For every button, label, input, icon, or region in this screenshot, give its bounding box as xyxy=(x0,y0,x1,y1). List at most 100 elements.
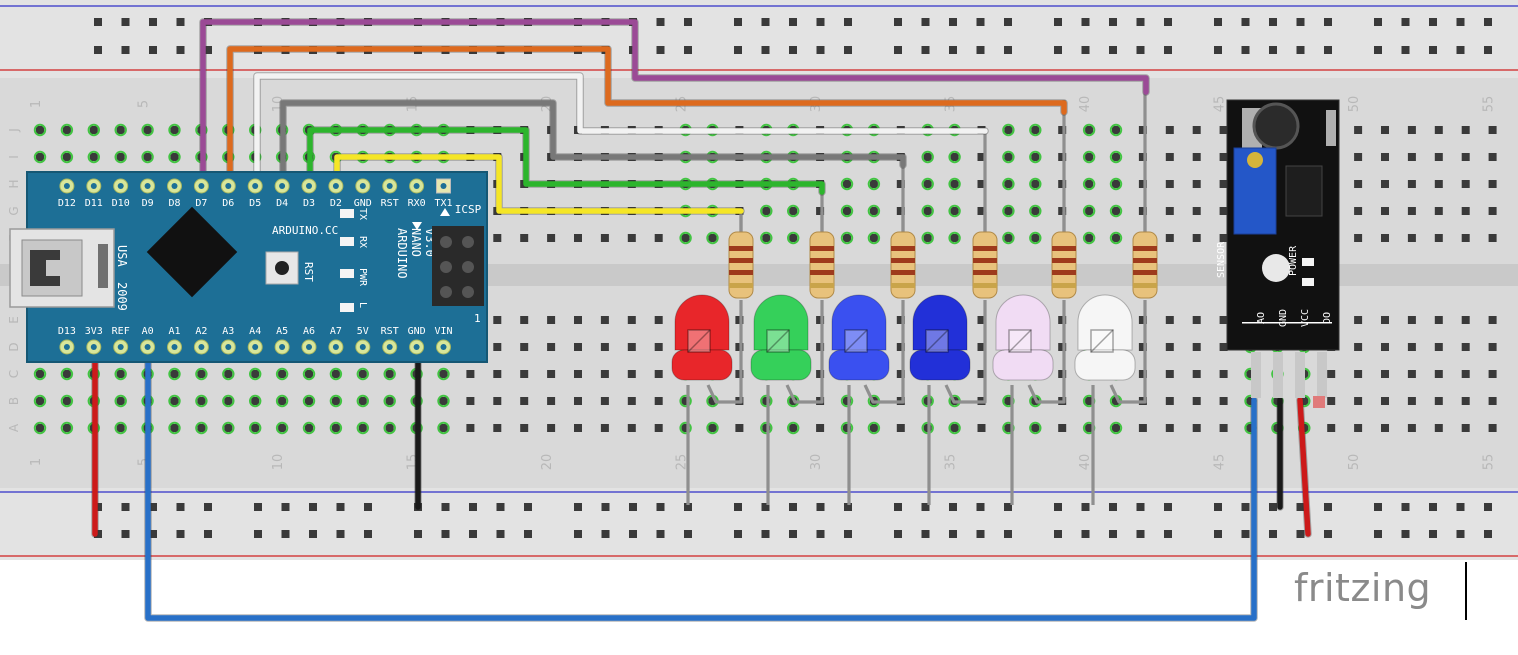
breadboard-hole xyxy=(197,370,206,378)
rail-hole xyxy=(1484,18,1492,26)
led-post xyxy=(844,329,868,353)
breadboard-hole xyxy=(1192,343,1201,351)
breadboard-hole xyxy=(654,397,663,405)
header-pin-hole xyxy=(413,344,420,350)
connected-hole xyxy=(383,367,396,381)
breadboard-hole xyxy=(1407,343,1416,351)
breadboard-hole xyxy=(1165,397,1174,405)
breadboard-hole xyxy=(1138,207,1147,215)
icsp-pin xyxy=(462,286,474,298)
rail-hole xyxy=(629,503,637,511)
breadboard-hole xyxy=(1327,370,1336,378)
breadboard-hole xyxy=(950,234,959,242)
breadboard-hole xyxy=(331,397,340,405)
breadboard-hole xyxy=(1488,126,1497,134)
rail-hole xyxy=(176,530,185,538)
breadboard-hole xyxy=(170,370,179,378)
breadboard-hole xyxy=(1219,397,1228,405)
icsp-pin xyxy=(462,236,474,248)
breadboard-hole xyxy=(843,180,851,188)
breadboard-hole xyxy=(1219,234,1228,242)
rail-hole xyxy=(761,503,770,511)
rail-hole xyxy=(1136,503,1145,511)
rail-hole xyxy=(176,46,185,54)
header-pin-hole xyxy=(90,183,97,189)
breadboard-hole xyxy=(493,316,502,324)
breadboard-hole xyxy=(1461,207,1470,215)
breadboard-hole xyxy=(977,343,986,351)
breadboard-hole xyxy=(600,343,609,351)
resistor-band xyxy=(1133,246,1157,251)
breadboard-hole xyxy=(1488,207,1497,215)
header-pin-hole xyxy=(440,183,447,189)
sensor-board-label: POWER xyxy=(1288,245,1299,276)
rail-hole xyxy=(364,530,372,538)
breadboard-hole xyxy=(1219,343,1228,351)
breadboard-hole xyxy=(1434,234,1443,242)
rail-hole xyxy=(684,18,692,26)
breadboard-hole xyxy=(627,343,636,351)
breadboard-hole xyxy=(1488,370,1497,378)
breadboard-hole xyxy=(305,370,313,378)
connected-hole xyxy=(867,231,881,245)
column-number-bottom: 55 xyxy=(1482,454,1497,471)
connected-hole xyxy=(114,394,127,408)
breadboard-hole xyxy=(1488,234,1497,242)
breadboard-hole xyxy=(1407,126,1416,134)
breadboard-hole xyxy=(62,370,71,378)
breadboard-hole xyxy=(278,424,287,432)
breadboard-hole xyxy=(1138,424,1147,432)
breadboard-hole xyxy=(762,397,771,405)
sensor-pin-label-ao: AO xyxy=(1256,312,1267,324)
rail-hole xyxy=(976,530,985,538)
bottom-power-rail xyxy=(0,488,1518,560)
connected-hole xyxy=(1029,177,1042,191)
breadboard-hole xyxy=(977,424,986,432)
rail-hole xyxy=(1004,530,1012,538)
row-letter: J xyxy=(7,128,21,133)
text-cursor xyxy=(1465,562,1467,620)
pin-label-5v: 5V xyxy=(357,326,369,337)
breadboard-hole xyxy=(224,397,233,405)
row-letter: G xyxy=(7,206,21,215)
connected-hole xyxy=(1002,123,1015,137)
sensor-pin-label-vcc: VCC xyxy=(1300,309,1311,327)
breadboard-hole xyxy=(1138,126,1147,134)
rail-hole xyxy=(94,18,102,26)
rail-hole xyxy=(921,18,930,26)
breadboard-hole xyxy=(762,207,771,215)
breadboard-hole xyxy=(1434,126,1443,134)
rail-hole xyxy=(204,530,212,538)
rail-hole xyxy=(1164,530,1172,538)
breadboard-hole xyxy=(950,424,959,432)
connected-hole xyxy=(1002,421,1015,435)
breadboard-hole xyxy=(789,424,798,432)
breadboard-hole xyxy=(1407,316,1416,324)
connected-hole xyxy=(249,421,262,435)
breadboard-hole xyxy=(923,180,932,188)
potentiometer-knob xyxy=(1247,152,1263,168)
rail-hole xyxy=(684,46,692,54)
connected-hole xyxy=(114,150,127,164)
rail-hole xyxy=(1374,18,1382,26)
rail-hole xyxy=(734,46,742,54)
resistor-band-gold xyxy=(1052,283,1076,288)
breadboard-hole xyxy=(574,234,582,242)
rail-hole xyxy=(844,503,852,511)
breadboard-hole xyxy=(62,424,71,432)
rail-hole xyxy=(1081,46,1090,54)
breadboard-hole xyxy=(1381,234,1389,242)
wire-d2-yellow xyxy=(334,154,744,214)
breadboard-hole xyxy=(762,424,771,432)
rail-hole xyxy=(1456,530,1465,538)
connected-hole xyxy=(222,394,235,408)
breadboard-hole xyxy=(1085,424,1094,432)
breadboard-hole xyxy=(1461,424,1470,432)
rail-hole xyxy=(1241,18,1250,26)
led-anode-leg xyxy=(785,300,824,404)
breadboard-hole xyxy=(305,397,313,405)
rail-hole xyxy=(94,46,102,54)
breadboard-hole xyxy=(708,397,717,405)
breadboard-hole xyxy=(1058,343,1067,351)
pin-label-d11: D11 xyxy=(85,198,103,209)
